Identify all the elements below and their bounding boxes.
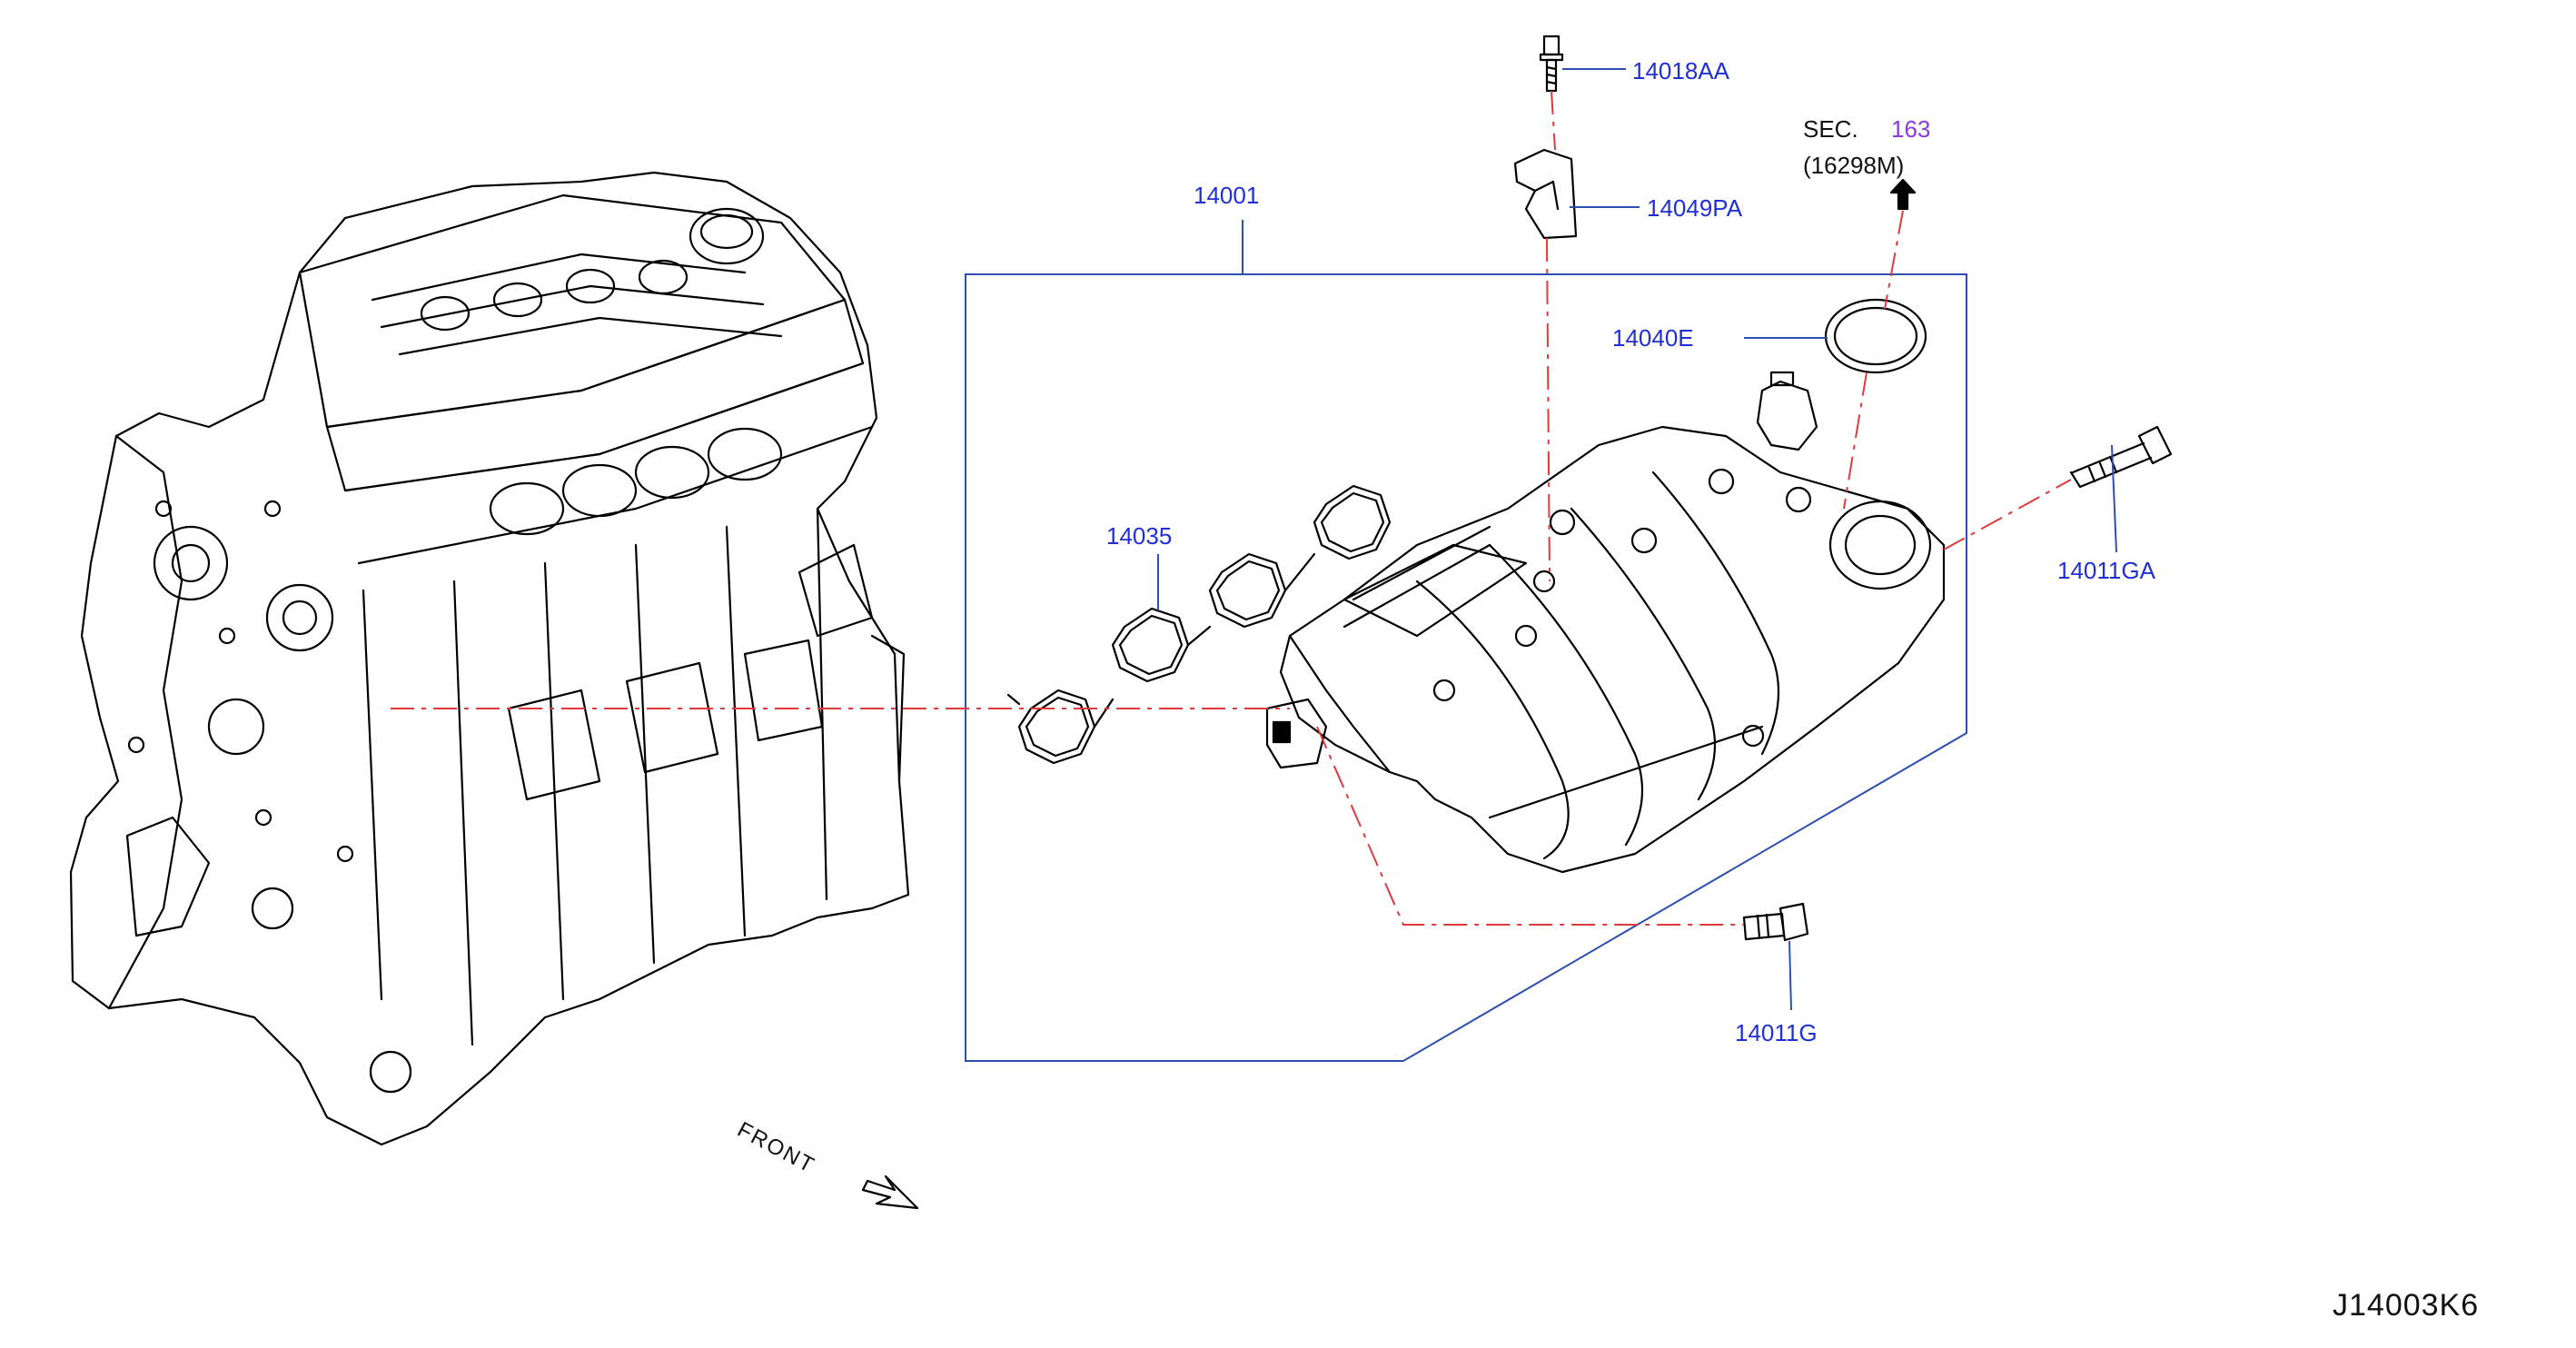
bolt-14011g-illustration — [1742, 902, 1809, 942]
centerline-sec — [1884, 210, 1904, 310]
centerline-ring — [1843, 372, 1868, 510]
bolt-14011ga-illustration — [2069, 425, 2173, 489]
label-14040e: 14040E — [1612, 324, 1694, 352]
leader-14011ga — [2111, 444, 2117, 553]
engine-block-illustration — [69, 171, 910, 1146]
centerline-bolt-right — [1943, 479, 2072, 550]
label-14035: 14035 — [1106, 522, 1173, 550]
front-arrow-icon — [861, 1175, 919, 1210]
clip-14049pa-illustration — [1513, 148, 1578, 240]
gasket-ring-illustration — [1824, 298, 1927, 374]
label-sec-part: (16298M) — [1803, 152, 1905, 179]
label-14001: 14001 — [1194, 182, 1260, 209]
label-sec-prefix: SEC. — [1803, 115, 1858, 143]
section-arrow-icon — [1889, 178, 1917, 211]
manifold-gasket-illustration — [1006, 484, 1392, 765]
label-14018aa: 14018AA — [1632, 57, 1729, 84]
label-14011ga: 14011GA — [2057, 557, 2155, 584]
centerline-bolt-bottom — [1316, 726, 1744, 926]
label-14011g: 14011G — [1735, 1019, 1818, 1046]
label-14049pa: 14049PA — [1647, 194, 1743, 222]
intake-manifold-illustration — [1265, 371, 1946, 874]
centerline-clip — [1546, 237, 1551, 582]
centerline-bolt-top — [1551, 90, 1556, 151]
diagram-code: J14003K6 — [2333, 1288, 2480, 1323]
bolt-14018aa-illustration — [1539, 35, 1564, 93]
assembly-bracket-box — [965, 273, 1967, 1062]
leader-14011g — [1788, 940, 1792, 1011]
label-sec-number: 163 — [1891, 115, 1931, 143]
